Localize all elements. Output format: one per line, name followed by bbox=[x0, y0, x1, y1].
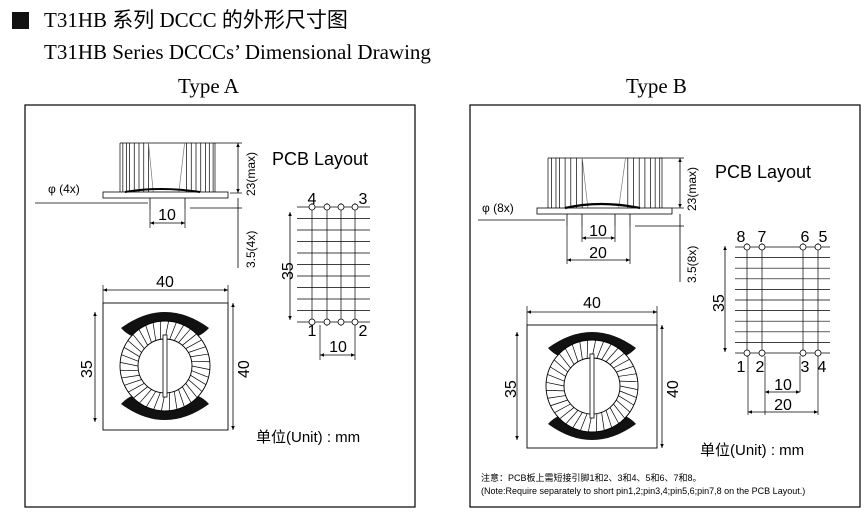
pcb-pin-pad bbox=[799, 349, 807, 357]
pin-label: 2 bbox=[359, 323, 368, 340]
pin-label: 8 bbox=[737, 229, 746, 246]
pcb-pin-pad bbox=[337, 318, 345, 326]
type-b-note-chinese: 注意：PCB板上需短接引脚1和2、3和4、5和6、7和8。 bbox=[481, 472, 702, 483]
type-a-top-width: 40 bbox=[156, 274, 174, 291]
type-b-side-view: φ (8x) 10 20 23(max) 3.5(8x) bbox=[478, 157, 699, 283]
type-b-panel: φ (8x) 10 20 23(max) 3.5(8x) PCB Layout … bbox=[469, 104, 861, 508]
title-bullet bbox=[12, 12, 29, 29]
panel-a-frame bbox=[24, 104, 416, 508]
pcb-pin-pad bbox=[758, 243, 766, 251]
pin-label: 3 bbox=[359, 191, 368, 208]
type-b-top-height-left: 35 bbox=[503, 380, 520, 398]
type-a-top-height-right: 40 bbox=[236, 360, 253, 378]
pcb-pin-pad bbox=[814, 349, 822, 357]
type-a-label: Type A bbox=[178, 74, 239, 98]
pcb-pin-pad bbox=[323, 318, 331, 326]
pin-label: 2 bbox=[756, 359, 765, 376]
type-a-top-height-left: 35 bbox=[79, 360, 96, 378]
type-a-pcb-height: 35 bbox=[280, 262, 297, 280]
panel-b-frame bbox=[469, 104, 861, 508]
type-b-pin-length-dim: 3.5(8x) bbox=[685, 246, 699, 283]
type-a-pcb-title: PCB Layout bbox=[272, 149, 368, 169]
type-b-pcb-layout: PCB Layout 35 8 7 6 5 1 2 3 4 10 20 bbox=[711, 162, 830, 415]
pcb-pin-pad bbox=[743, 243, 751, 251]
type-a-pin-length-dim: 3.5(4x) bbox=[244, 231, 258, 268]
pin-label: 5 bbox=[819, 229, 828, 246]
type-a-pin-spacing: 10 bbox=[158, 207, 176, 224]
type-b-top-width: 40 bbox=[583, 295, 601, 312]
pcb-pin-pad bbox=[351, 203, 359, 211]
pcb-pin-pad bbox=[323, 203, 331, 211]
type-b-pcb-spacing-outer: 20 bbox=[774, 397, 792, 414]
pin-label: 1 bbox=[737, 359, 746, 376]
pcb-pin-pad bbox=[758, 349, 766, 357]
type-a-height-dim: 23(max) bbox=[244, 152, 258, 196]
type-a-side-view: φ (4x) 10 23(max) 3.5(4x) bbox=[35, 142, 258, 268]
type-a-top-view: 40 35 40 单位(Unit) : mm bbox=[79, 274, 360, 446]
pcb-pin-pad bbox=[799, 243, 807, 251]
type-b-label: Type B bbox=[626, 74, 687, 98]
type-b-unit: 单位(Unit) : mm bbox=[700, 442, 804, 459]
type-a-pcb-spacing: 10 bbox=[329, 339, 347, 356]
type-b-pin-spacing-inner: 10 bbox=[589, 223, 607, 240]
pin-label: 4 bbox=[308, 191, 317, 208]
type-b-pcb-height: 35 bbox=[711, 294, 728, 312]
type-a-pin-diameter: φ (4x) bbox=[48, 182, 80, 196]
title-english: T31HB Series DCCCs’ Dimensional Drawing bbox=[44, 40, 431, 64]
pcb-pin-pad bbox=[814, 243, 822, 251]
type-b-pin-spacing-outer: 20 bbox=[589, 245, 607, 262]
pcb-pin-pad bbox=[337, 203, 345, 211]
type-b-pin-diameter: φ (8x) bbox=[482, 201, 514, 215]
pin-label: 1 bbox=[308, 323, 317, 340]
type-b-top-height-right: 40 bbox=[665, 380, 682, 398]
title-chinese: T31HB 系列 DCCC 的外形尺寸图 bbox=[44, 8, 348, 32]
type-a-pcb-layout: PCB Layout 35 4 3 1 2 10 bbox=[272, 149, 370, 360]
pin-label: 3 bbox=[801, 359, 810, 376]
type-b-note-english: (Note:Require separately to short pin1,2… bbox=[481, 486, 805, 496]
pcb-pin-pad bbox=[743, 349, 751, 357]
pcb-pin-pad bbox=[351, 318, 359, 326]
type-a-unit: 单位(Unit) : mm bbox=[256, 429, 360, 446]
type-b-height-dim: 23(max) bbox=[685, 167, 699, 211]
type-b-pcb-spacing-inner: 10 bbox=[774, 377, 792, 394]
pin-label: 4 bbox=[818, 359, 827, 376]
type-a-panel: φ (4x) 10 23(max) 3.5(4x) PCB Layout 35 … bbox=[24, 104, 416, 508]
pin-label: 6 bbox=[801, 229, 810, 246]
type-b-pcb-title: PCB Layout bbox=[715, 162, 811, 182]
pcb-pin-pad bbox=[308, 318, 316, 326]
type-b-top-view: 40 35 40 单位(Unit) : mm 注意：PCB板上需短接引脚1和2、… bbox=[481, 295, 805, 496]
pin-label: 7 bbox=[758, 229, 767, 246]
pcb-pin-pad bbox=[308, 203, 316, 211]
